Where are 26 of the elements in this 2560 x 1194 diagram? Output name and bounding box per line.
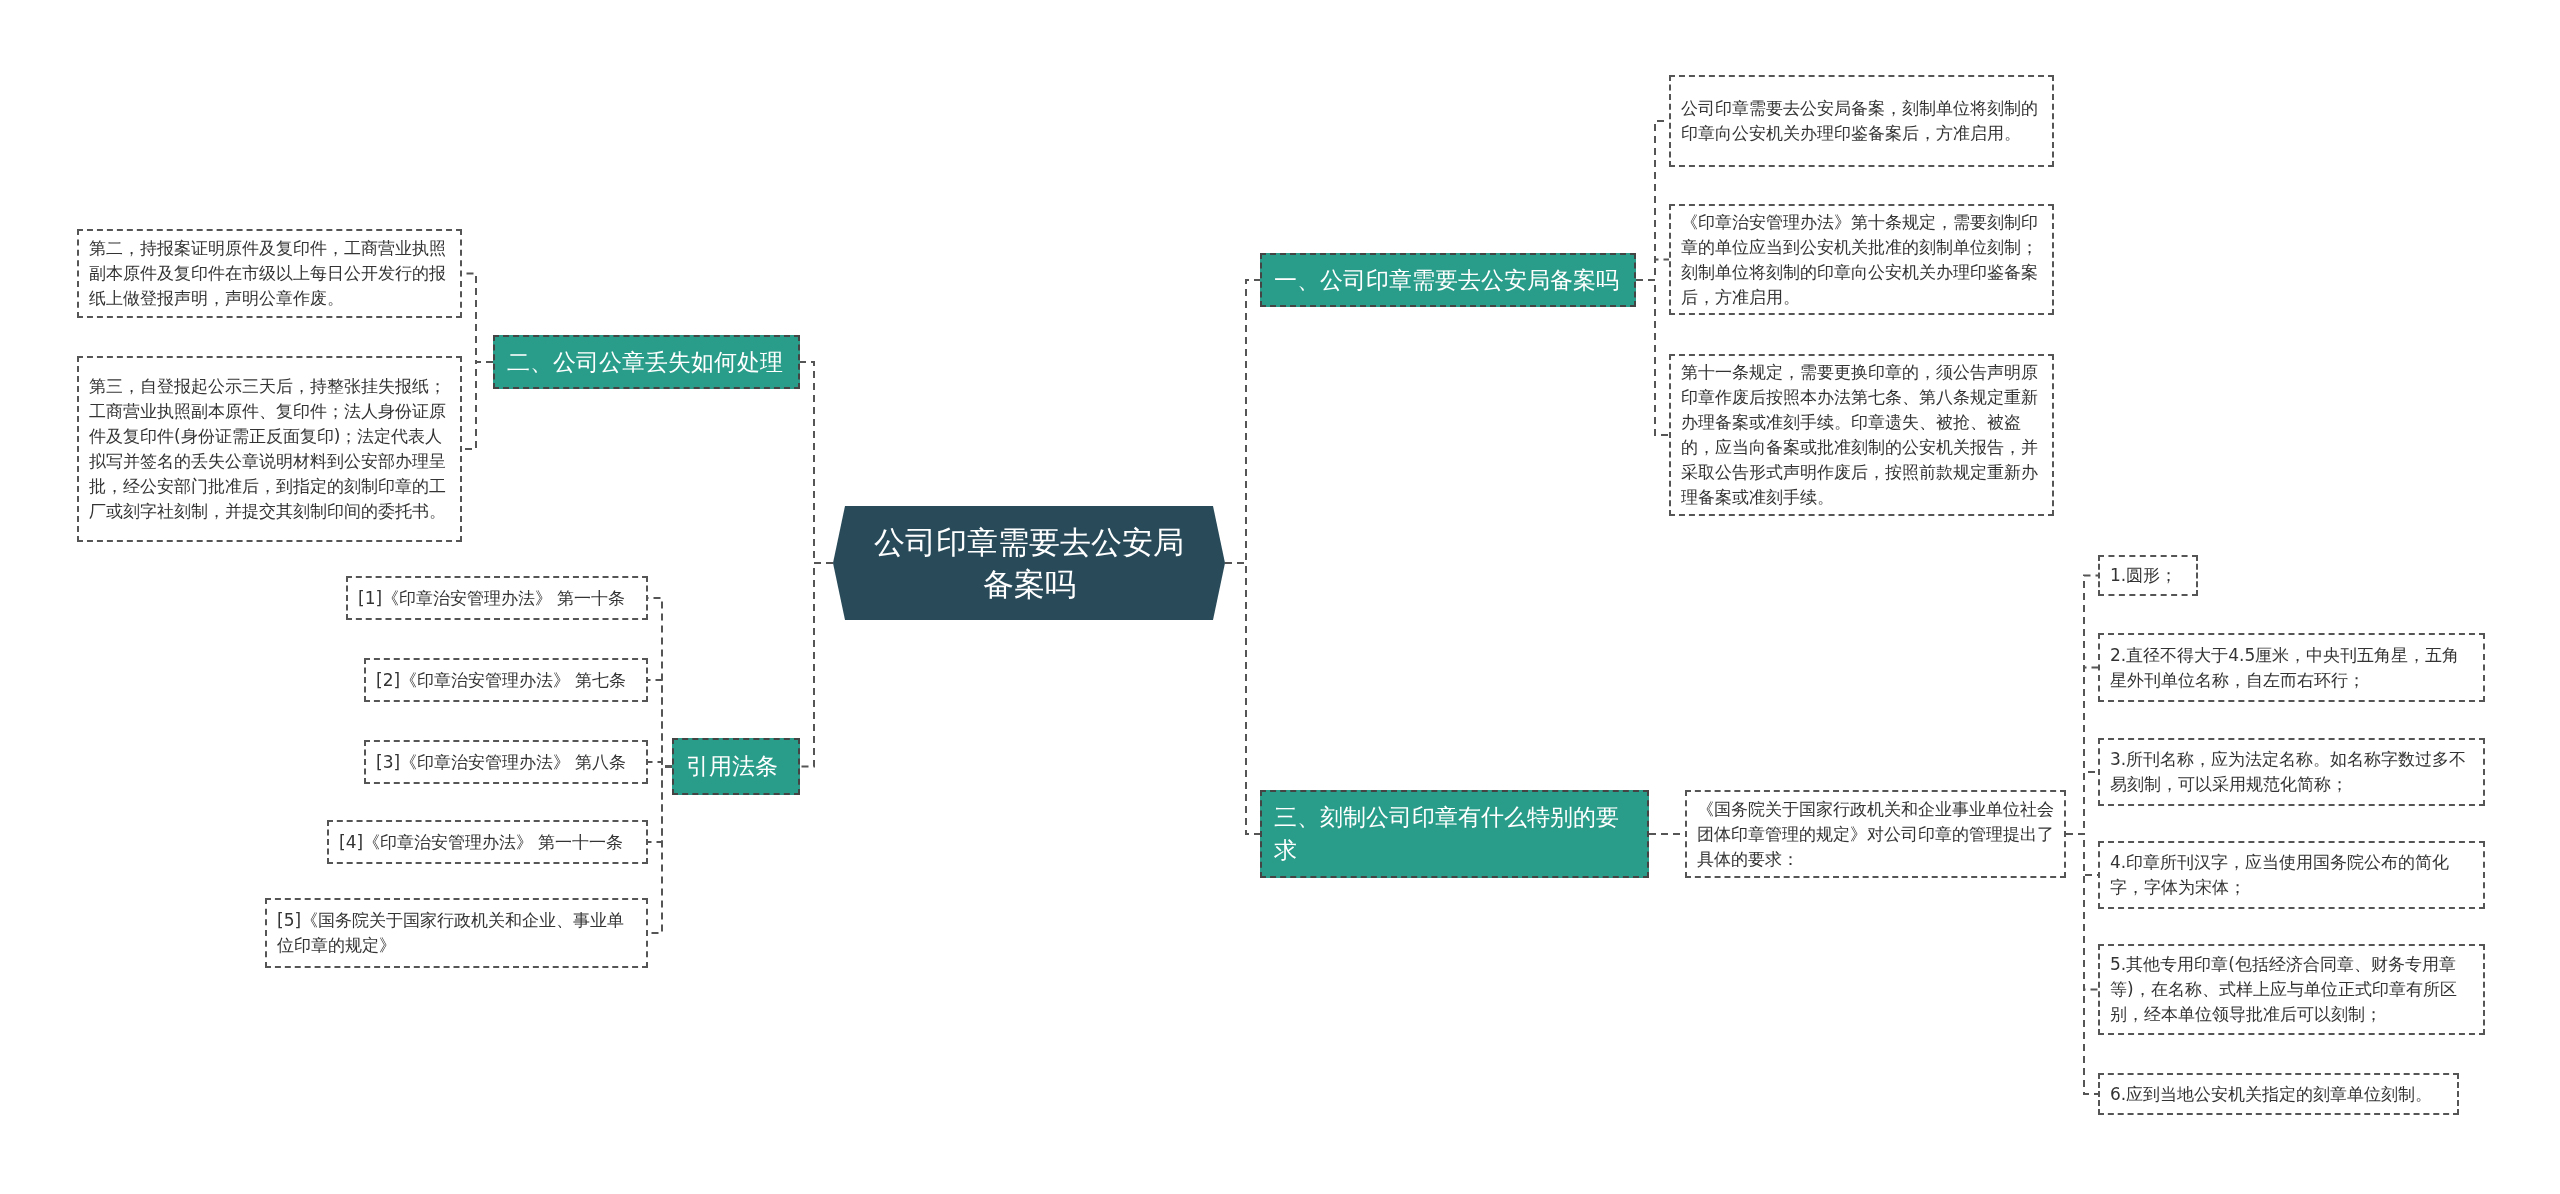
topic-box: 一、公司印章需要去公安局备案吗 — [1260, 253, 1636, 307]
text-box: 第十一条规定，需要更换印章的，须公告声明原印章作废后按照本办法第七条、第八条规定重新办理备案或准刻手续。印章遗失、被抢、被盗的，应当向备案或批准刻制的公安机关报告，并采取公告形式声明作废后，按照前款规定重新办理备案或准刻手续。 — [1669, 354, 2054, 516]
central-topic-box: 公司印章需要去公安局备案吗 — [833, 506, 1225, 620]
text-box: [4]《印章治安管理办法》 第一十一条 — [327, 820, 648, 864]
topic-box: 引用法条 — [672, 738, 800, 795]
text-box: 6.应到当地公安机关指定的刻章单位刻制。 — [2098, 1073, 2459, 1115]
text-box: [5]《国务院关于国家行政机关和企业、事业单位印章的规定》 — [265, 898, 648, 968]
text-box: 第二，持报案证明原件及复印件，工商营业执照副本原件及复印件在市级以上每日公开发行的报纸上做登报声明，声明公章作废。 — [77, 229, 462, 318]
text-box: 《印章治安管理办法》第十条规定，需要刻制印章的单位应当到公安机关批准的刻制单位刻制；刻制单位将刻制的印章向公安机关办理印鉴备案后，方准启用。 — [1669, 204, 2054, 315]
text-box: [2]《印章治安管理办法》 第七条 — [364, 658, 648, 702]
text-box: 2.直径不得大于4.5厘米，中央刊五角星，五角星外刊单位名称，自左而右环行； — [2098, 633, 2485, 702]
text-box: 3.所刊名称，应为法定名称。如名称字数过多不易刻制，可以采用规范化简称； — [2098, 738, 2485, 806]
text-box: 《国务院关于国家行政机关和企业事业单位社会团体印章管理的规定》对公司印章的管理提出了具体的要求： — [1685, 790, 2066, 878]
connector-line — [1224, 562, 1261, 835]
text-box: [3]《印章治安管理办法》 第八条 — [364, 740, 648, 784]
text-box: [1]《印章治安管理办法》 第一十条 — [346, 576, 648, 620]
topic-box: 三、刻制公司印章有什么特别的要求 — [1260, 790, 1649, 878]
text-box: 第三，自登报起公示三天后，持整张挂失报纸；工商营业执照副本原件、复印件；法人身份证原件及复印件(身份证需正反面复印)；法定代表人拟写并签名的丢失公章说明材料到公安部办理呈批，经公安部门批准后，到指定的刻制印章的工厂或刻字社刻制，并提交其刻制印间的委托书。 — [77, 356, 462, 542]
text-box: 1.圆形； — [2098, 555, 2198, 596]
connector-line — [799, 562, 834, 768]
connector-line — [2065, 833, 2099, 1095]
text-box: 4.印章所刊汉字，应当使用国务院公布的简化字，字体为宋体； — [2098, 841, 2485, 909]
topic-box: 二、公司公章丢失如何处理 — [493, 335, 800, 389]
text-box: 公司印章需要去公安局备案，刻制单位将刻制的印章向公安机关办理印鉴备案后，方准启用。 — [1669, 75, 2054, 167]
connector-line — [1635, 279, 1670, 436]
text-box: 5.其他专用印章(包括经济合同章、财务专用章等)，在名称、式样上应与单位正式印章有所区别，经本单位领导批准后可以刻制； — [2098, 944, 2485, 1035]
